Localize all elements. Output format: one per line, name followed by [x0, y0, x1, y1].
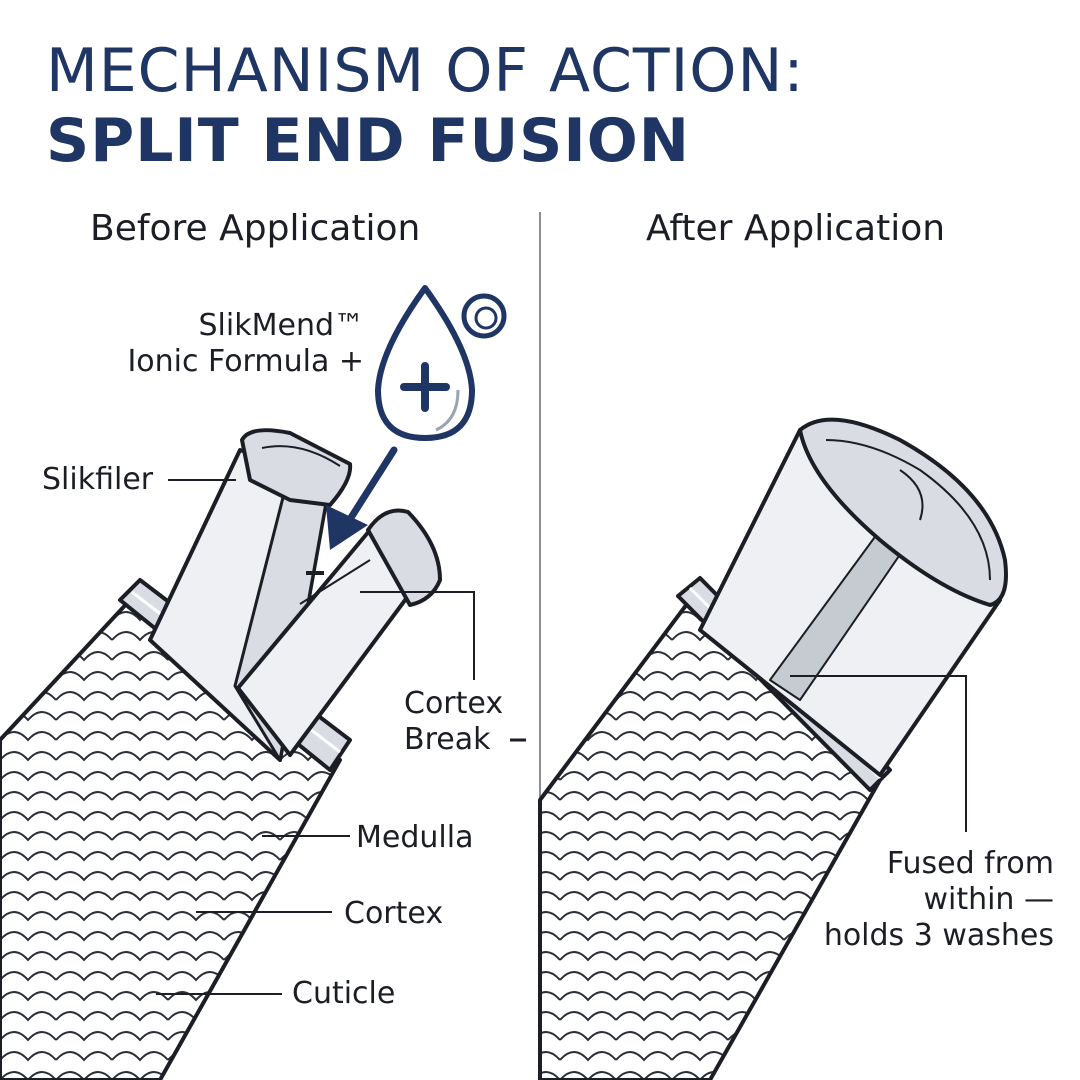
title-line-1: MECHANISM OF ACTION:	[46, 36, 805, 106]
cortex-break-leader	[360, 591, 475, 680]
droplet-plus-icon	[375, 285, 475, 441]
fused-label-line-2: within —	[923, 882, 1054, 917]
cortex-label: Cortex	[344, 896, 444, 931]
fused-label: Fused from within — holds 3 washes	[780, 846, 1054, 954]
fused-label-line-1: Fused from	[886, 846, 1054, 881]
cuticle-label: Cuticle	[292, 976, 396, 1011]
medulla-label: Medulla	[356, 820, 474, 855]
formula-label: SlikMend™ Ionic Formula +	[110, 308, 364, 380]
slikfiler-label: Slikfiler	[42, 462, 154, 497]
formula-label-line-2: Ionic Formula +	[127, 344, 364, 379]
title-line-2: SPLIT END FUSION	[46, 106, 690, 176]
cortex-break-label-line-1: Cortex	[404, 686, 504, 721]
cortex-break-label: Cortex Break	[404, 686, 503, 758]
after-panel-heading: After Application	[646, 208, 946, 249]
before-panel-heading: Before Application	[90, 208, 421, 249]
before-right-strand	[236, 508, 442, 757]
ring-icon	[461, 293, 507, 339]
fused-leader	[790, 675, 967, 832]
cortex-break-label-line-2: Break	[404, 722, 491, 757]
formula-label-line-1: SlikMend™	[198, 308, 364, 343]
after-fused-strand	[698, 417, 1008, 777]
arrow-down-left-icon	[326, 446, 398, 550]
fused-label-line-3: holds 3 washes	[823, 918, 1054, 953]
